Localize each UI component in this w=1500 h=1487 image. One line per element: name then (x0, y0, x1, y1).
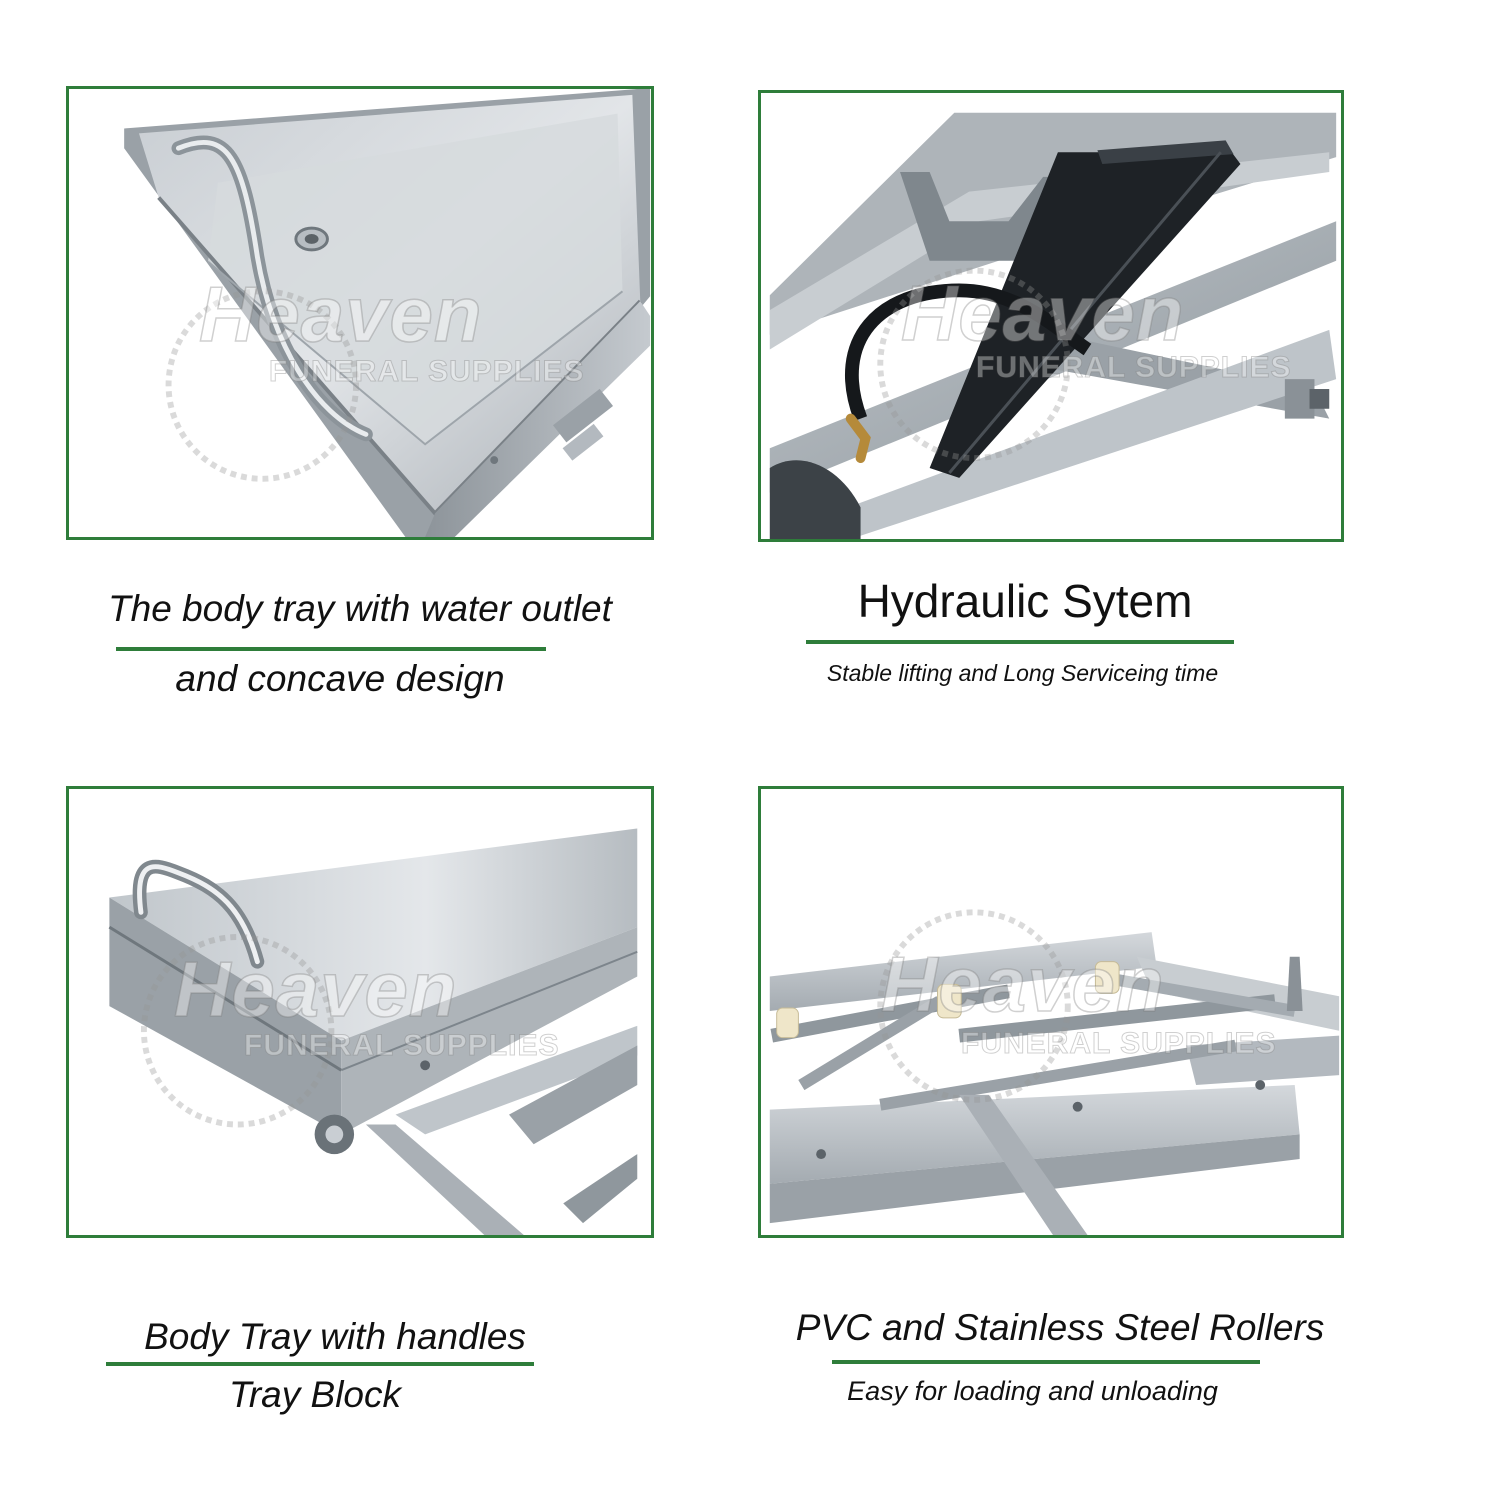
caption-rollers-title: PVC and Stainless Steel Rollers (795, 1307, 1325, 1348)
caption-body-tray-line1: The body tray with water outlet (108, 588, 612, 629)
caption-divider (806, 640, 1234, 644)
hydraulic-system-photo (761, 93, 1341, 539)
photo-frame-body-tray-water-outlet: Heaven FUNERAL SUPPLIES (66, 86, 654, 540)
photo-frame-rollers: Heaven FUNERAL SUPPLIES (758, 786, 1344, 1238)
caption-divider (106, 1362, 534, 1366)
caption-rollers-sub: Easy for loading and unloading (847, 1376, 1218, 1406)
caption-body-tray-line2: and concave design (175, 658, 505, 699)
body-tray-handles-photo (69, 789, 651, 1235)
caption-hydraulic-sub: Stable lifting and Long Serviceing time (826, 660, 1219, 686)
caption-handles-line1: Body Tray with handles (144, 1316, 526, 1357)
caption-handles-line2: Tray Block (228, 1374, 401, 1415)
caption-divider (116, 647, 546, 651)
photo-frame-body-tray-handles: Heaven FUNERAL SUPPLIES (66, 786, 654, 1238)
body-tray-top-photo (69, 89, 651, 537)
rollers-photo (761, 789, 1341, 1235)
caption-hydraulic-title: Hydraulic Sytem (857, 575, 1193, 627)
caption-divider (832, 1360, 1260, 1364)
photo-frame-hydraulic-system: Heaven FUNERAL SUPPLIES (758, 90, 1344, 542)
